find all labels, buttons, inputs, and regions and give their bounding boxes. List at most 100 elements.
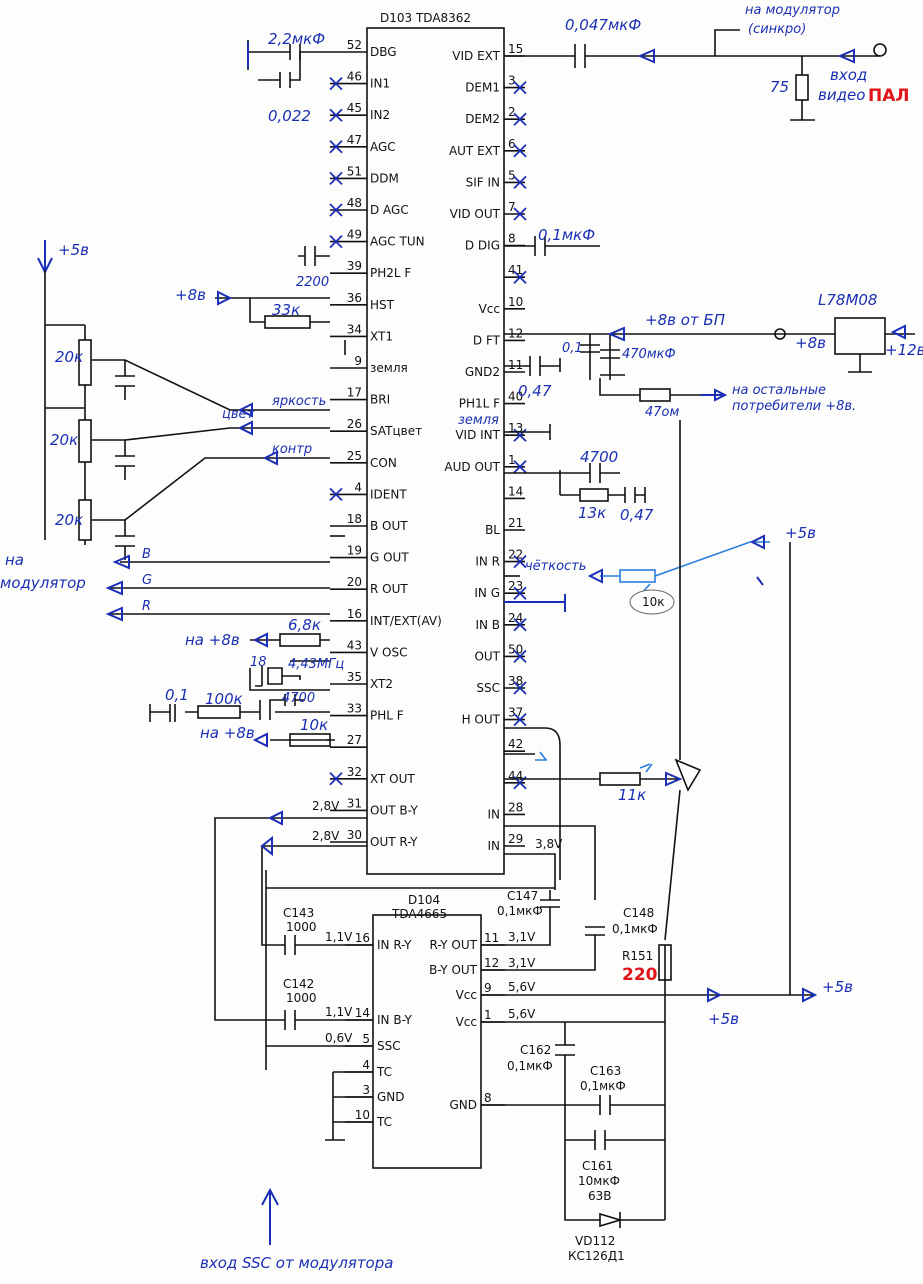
plus5-sharp-label: +5в (785, 524, 816, 542)
pin-number: 8 (484, 1091, 492, 1105)
pin-number: 19 (347, 544, 362, 558)
pin-name: Vcc (456, 1015, 477, 1029)
r151-body (658, 944, 672, 981)
c163-value: 0,1мкФ (580, 1079, 626, 1093)
pin-name: DDM (370, 171, 399, 185)
nc-mark (329, 76, 343, 91)
c142-value: 1000 (286, 991, 317, 1005)
pin-name: земля (370, 361, 408, 375)
plus8-int-label: на +8в (185, 631, 240, 649)
hst-xt1-net (215, 297, 330, 323)
res-13k-label: 13к (578, 504, 606, 522)
pin-number: 20 (347, 575, 362, 589)
pin-name: SSC (476, 681, 500, 695)
c148-label: C148 (623, 906, 654, 920)
pin-name: IDENT (370, 487, 407, 501)
pin-name: SIF IN (466, 175, 500, 189)
video-in-label2: видео (818, 86, 865, 104)
pin-number: 26 (347, 417, 362, 431)
d103-title: D103 TDA8362 (380, 11, 471, 25)
res-75-label: 75 (770, 78, 789, 96)
pin-number: 38 (508, 674, 523, 688)
cap-047-label: 0,47 (518, 382, 552, 400)
sync-label: (синкро) (748, 22, 806, 37)
pin-number: 39 (347, 259, 362, 273)
res-100k-label: 100к (205, 690, 243, 708)
res-10k-label: 10к (300, 716, 328, 734)
pin-number: 41 (508, 263, 523, 277)
d104-power-net (325, 542, 818, 1228)
pin-name: PH2L F (370, 266, 411, 280)
pin-number: 5 (508, 168, 516, 182)
c163-label: C163 (590, 1064, 621, 1078)
cap-01-dig-label: 0,1мкФ (538, 226, 595, 244)
pin-name: DEM2 (465, 112, 500, 126)
pin-number: 31 (347, 796, 362, 810)
v30-label: 2,8V (312, 829, 340, 843)
nc-mark (329, 108, 343, 122)
pot3-label: 20к (55, 511, 83, 529)
pin-number: 7 (508, 200, 516, 214)
pin-number: 21 (508, 516, 523, 530)
pin-name: PHL F (370, 709, 404, 723)
pin-name: Vcc (479, 302, 500, 316)
cap-2200-label: 2200 (296, 275, 329, 290)
pin-name: R OUT (370, 582, 408, 596)
cap-01b-label: 0,1 (165, 686, 189, 704)
v5-label: 0,6V (325, 1031, 353, 1045)
cap-ddig (504, 236, 600, 256)
pin-number: 9 (354, 354, 362, 368)
nc-mark (513, 144, 527, 158)
pin-number: 25 (347, 449, 362, 463)
pin-number: 3 (362, 1083, 370, 1097)
pin-number: 42 (508, 737, 523, 751)
pin-name: XT1 (370, 329, 393, 343)
pin-name: IN B (475, 618, 500, 632)
vd112-type: КС126Д1 (568, 1249, 625, 1263)
pot-2 (78, 419, 92, 463)
pin-name: AUT EXT (449, 144, 501, 158)
nc-pin-marks (329, 76, 527, 790)
pin-number: 6 (508, 137, 516, 151)
pin-name: IN G (474, 586, 500, 600)
others2-label: потребители +8в. (732, 399, 856, 414)
pin-name: SATцвет (370, 424, 422, 438)
pin-name: IN2 (370, 108, 390, 122)
v12-label: 3,1V (508, 956, 536, 970)
others1-label: на остальные (732, 383, 826, 398)
power-section (504, 317, 915, 402)
v29-label: 3,8V (535, 837, 563, 851)
pin-number: 35 (347, 670, 362, 684)
pin-name: D AGC (370, 203, 409, 217)
nc-mark (513, 112, 527, 126)
pin-name: G OUT (370, 551, 409, 565)
cap-4700-label: 4700 (580, 448, 618, 466)
pin-number: 9 (484, 981, 492, 995)
plus8-hst-label: +8в (175, 286, 206, 304)
plus5-top-label: +5в (58, 241, 89, 259)
pin-name: VID INT (455, 428, 500, 442)
pin-number: 10 (355, 1108, 370, 1122)
pin-name: BRI (370, 393, 390, 407)
pin-name: XT2 (370, 677, 393, 691)
xtal18-label: 18 (250, 655, 267, 670)
c161-voltage: 63В (588, 1189, 612, 1203)
cap-470-label: 470мкФ (622, 347, 676, 362)
pin-name: D FT (473, 333, 501, 347)
nc-mark (329, 234, 343, 249)
pin-number: 36 (347, 291, 362, 305)
pin-name: HST (370, 298, 395, 312)
r-label: R (142, 599, 151, 614)
v16-label: 1,1V (325, 930, 353, 944)
pin-number: 14 (355, 1006, 370, 1020)
to-mod-sync-label: на модулятор (745, 3, 840, 18)
c142-label: C142 (283, 977, 314, 991)
pin-number: 8 (508, 232, 516, 246)
pin-number: 16 (355, 931, 370, 945)
pot2-label: 20к (50, 431, 78, 449)
resistor-33k (264, 315, 311, 329)
reg-label: L78M08 (818, 291, 877, 309)
